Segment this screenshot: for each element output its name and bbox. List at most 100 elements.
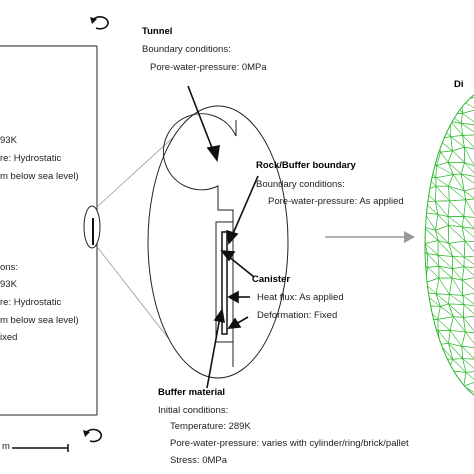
mesh-cell (448, 112, 463, 124)
rock-buffer-title: Rock/Buffer boundary (256, 160, 356, 171)
scale-label: m (2, 441, 10, 452)
left-line-3: m below sea level) (0, 171, 79, 182)
mesh-cell (463, 315, 474, 334)
model-boundary (0, 45, 98, 416)
mesh-cell (412, 70, 425, 83)
mesh-cell (462, 291, 474, 307)
buffer-pwp: Pore-water-pressure: varies with cylinde… (170, 438, 409, 449)
mesh-cell (463, 304, 474, 318)
mesh-cell (447, 161, 465, 175)
mesh-cell (463, 240, 474, 258)
mesh-cell (411, 348, 425, 357)
mesh-cell (411, 304, 424, 320)
mesh-cell (435, 121, 452, 140)
tunnel-pwp: Pore-water-pressure: 0MPa (150, 62, 267, 73)
scale-bar (12, 444, 69, 452)
mesh-cell (425, 85, 429, 98)
mesh-cell (448, 294, 465, 305)
mesh-cell (461, 331, 474, 349)
mesh-cell (462, 358, 474, 373)
pointer-arrows (187, 85, 259, 389)
mesh-cell (425, 369, 439, 387)
canister-heat-flux: Heat flux: As applied (257, 292, 344, 303)
mesh-cell (413, 213, 425, 229)
mesh-cell (448, 96, 463, 114)
canister-shape (221, 231, 228, 335)
mesh-cell (437, 316, 454, 331)
mesh-cell (463, 255, 474, 269)
mesh-cell (434, 395, 452, 405)
mesh-cell (460, 173, 474, 192)
mesh-cell (425, 162, 427, 179)
mesh-cell (425, 109, 427, 126)
mesh-cell (460, 109, 474, 126)
small-hole-ellipse (83, 205, 101, 249)
buffer-temperature: Temperature: 289K (170, 421, 251, 432)
mesh-cell (413, 370, 424, 383)
mesh-cell (425, 240, 439, 256)
mesh-cell (423, 70, 439, 83)
mesh-outline (424, 94, 474, 396)
left-line-8: ixed (0, 332, 18, 343)
mesh-cell (425, 264, 429, 284)
mesh-cell (411, 356, 424, 372)
mesh-cell (464, 393, 474, 405)
right-panel-title: Di (454, 79, 464, 90)
mesh-cell (437, 85, 453, 99)
mesh-cell (425, 95, 438, 114)
tunnel-title: Tunnel (142, 26, 173, 37)
rock-buffer-bc-label: Boundary conditions: (256, 179, 345, 190)
mesh-cell (448, 185, 467, 202)
mesh-cell (449, 277, 464, 296)
mesh-cell (413, 382, 424, 396)
mesh-cell (450, 121, 463, 137)
mesh-cell (425, 381, 438, 397)
mesh-cell (425, 395, 437, 405)
mesh-cell (450, 135, 465, 152)
mesh-cell (425, 135, 428, 154)
mesh-cell (425, 136, 441, 154)
left-line-2: re: Hydrostatic (0, 153, 62, 164)
mesh-cell (461, 85, 474, 89)
left-line-4: ons: (0, 262, 18, 273)
mesh-cell (461, 276, 474, 296)
mesh-cell (425, 123, 427, 138)
mesh-cell (437, 85, 452, 86)
left-line-6: re: Hydrostatic (0, 297, 62, 308)
mesh-cell (425, 328, 428, 348)
mesh-cell (434, 386, 453, 401)
buffer-ic-label: Initial conditions: (158, 405, 229, 416)
mesh-cell (447, 216, 465, 228)
mesh-cell (427, 253, 440, 268)
tunnel-bc-label: Boundary conditions: (142, 44, 231, 55)
mesh-cell (463, 381, 474, 399)
mesh-cell (425, 151, 428, 165)
rotation-icon-bottom (83, 428, 103, 443)
mesh-cell (461, 85, 474, 102)
mesh-cell (461, 346, 474, 360)
mesh-cell (463, 370, 474, 387)
mesh-cell (463, 198, 474, 218)
mesh-cell (435, 185, 450, 202)
fe-mesh (411, 70, 474, 405)
canister-deformation: Deformation: Fixed (257, 310, 338, 321)
mesh-cell (448, 303, 465, 318)
mesh-cell (436, 370, 453, 387)
transfer-arrow (325, 231, 415, 243)
mesh-cell (449, 385, 467, 401)
mesh-cell (425, 395, 426, 405)
mesh-cell (425, 344, 441, 360)
mesh-cell (464, 146, 474, 167)
mesh-cell (460, 123, 474, 136)
buffer-stress: Stress: 0MPa (170, 455, 228, 466)
mesh-cell (412, 191, 424, 202)
mesh-cell (438, 265, 453, 279)
mesh-cell (425, 315, 428, 334)
left-line-7: m below sea level) (0, 315, 79, 326)
mesh-cell (449, 316, 466, 333)
mesh-cell (425, 226, 426, 244)
mesh-cell (460, 162, 474, 178)
mesh-cell (425, 355, 441, 372)
mesh-cell (463, 186, 474, 201)
mesh-cell (412, 199, 424, 212)
